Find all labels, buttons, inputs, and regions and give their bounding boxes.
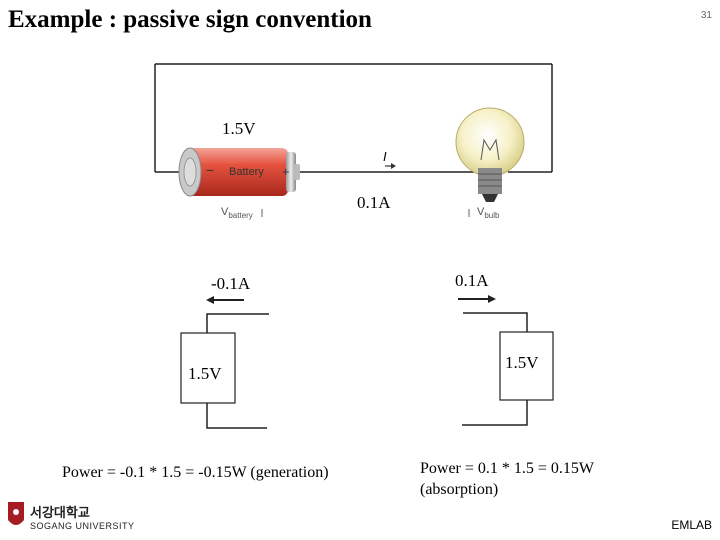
- light-bulb-icon: [455, 107, 525, 202]
- load-element: [462, 312, 554, 426]
- battery-minus-sign: −: [206, 162, 215, 178]
- right-power-text-line1: Power = 0.1 * 1.5 = 0.15W: [420, 460, 595, 477]
- left-voltage-label: 1.5V: [188, 364, 222, 383]
- battery-icon: [178, 147, 300, 197]
- left-current-label: -0.1A: [211, 274, 251, 293]
- wire-loop: [154, 63, 553, 173]
- v-battery-subscript: battery: [228, 211, 253, 221]
- university-logo-icon: [8, 502, 24, 525]
- current-symbol: I: [383, 149, 387, 164]
- left-power-text: Power = -0.1 * 1.5 = -0.15W (generation): [62, 464, 329, 481]
- generator-element: [180, 313, 269, 429]
- university-name-english: SOGANG UNIVERSITY: [30, 521, 135, 531]
- right-current-label: 0.1A: [455, 271, 489, 290]
- university-logo: 서강대학교 SOGANG UNIVERSITY: [30, 502, 135, 531]
- lab-name: EMLAB: [671, 518, 712, 532]
- right-voltage-label: 1.5V: [505, 353, 539, 372]
- battery-plus-sign: +: [282, 164, 290, 179]
- current-arrow-icon: [385, 163, 396, 169]
- top-current-value: 0.1A: [357, 193, 391, 212]
- v-battery-label: Vbattery: [221, 206, 253, 221]
- v-bulb-label: Vbulb: [477, 206, 500, 221]
- slide-title: Example : passive sign convention: [8, 6, 372, 33]
- battery-text: Battery: [229, 166, 264, 178]
- right-current-arrow-icon: [458, 295, 496, 303]
- slide-number: 31: [700, 10, 712, 21]
- battery-voltage-label: 1.5V: [222, 119, 256, 138]
- v-bulb-subscript: bulb: [484, 211, 500, 221]
- university-name-korean: 서강대학교: [30, 506, 90, 521]
- left-current-arrow-icon: [206, 296, 244, 304]
- right-power-text-line2: (absorption): [420, 481, 499, 498]
